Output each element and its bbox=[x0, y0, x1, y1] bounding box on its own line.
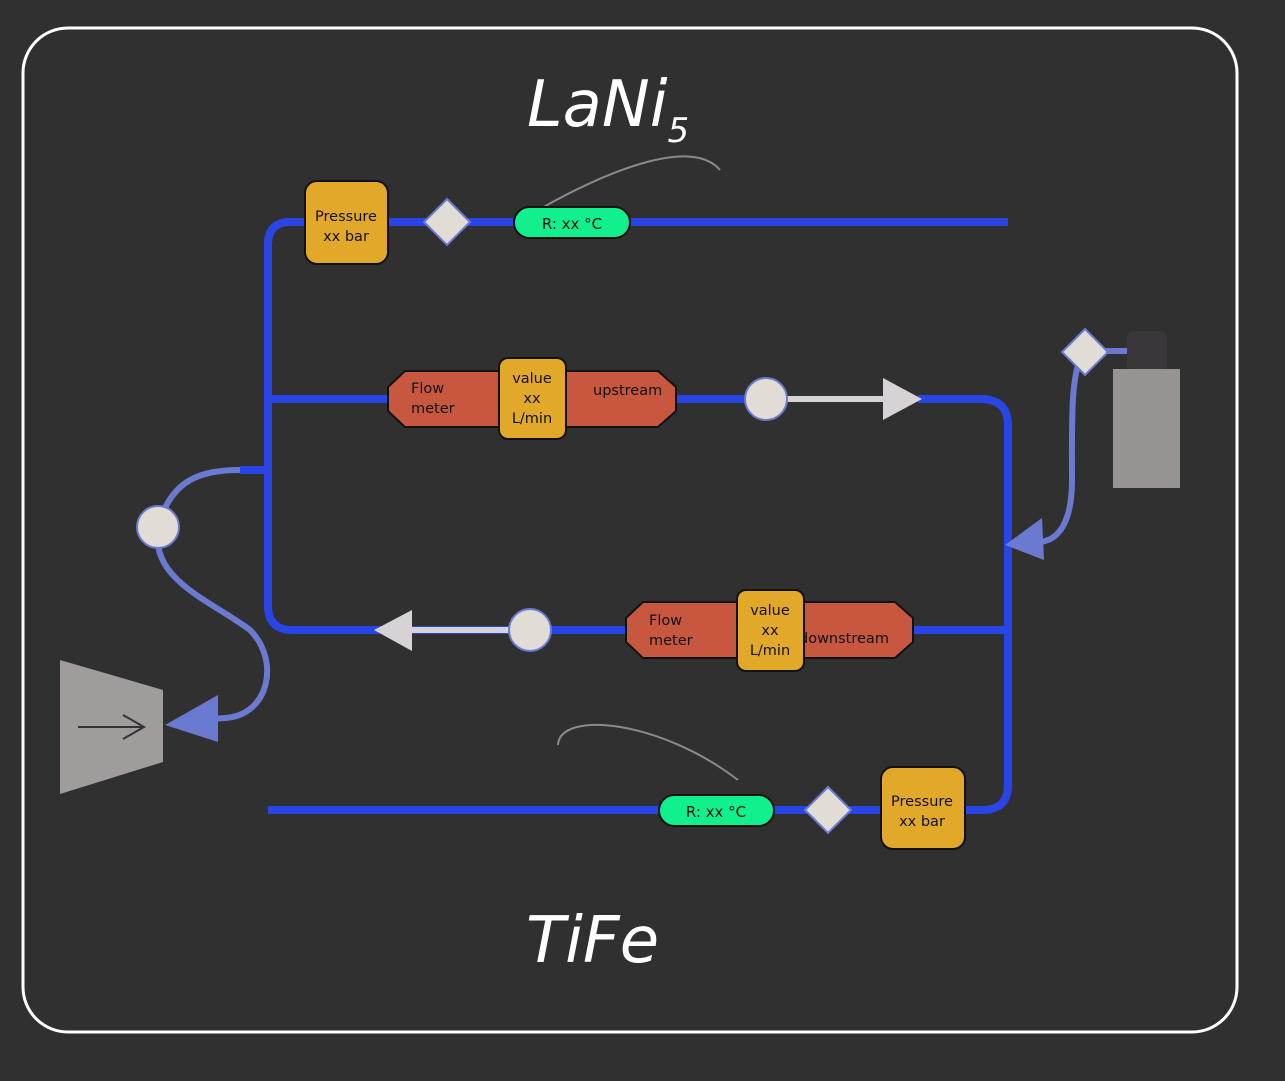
upstream-flow-value-1: value bbox=[512, 371, 552, 387]
downstream-flow-label-1: Flow bbox=[649, 613, 682, 629]
bottom-temperature-value: R: xx °C bbox=[686, 803, 746, 821]
downstream-flow-label-2: meter bbox=[649, 633, 693, 649]
bottom-pressure-sensor[interactable]: Pressure xx bar bbox=[880, 766, 966, 850]
downstream-arrow-icon bbox=[374, 610, 412, 651]
top-leader-line bbox=[539, 155, 721, 210]
junction-downstream-circle-icon[interactable] bbox=[508, 608, 552, 652]
top-valve-diamond-icon[interactable] bbox=[422, 197, 472, 247]
gas-inlet-arrow-icon bbox=[1005, 518, 1044, 560]
pipes bbox=[240, 218, 1012, 814]
upstream-arrow-icon bbox=[883, 378, 922, 420]
top-title-subscript: 5 bbox=[668, 111, 690, 151]
upstream-flow-meter[interactable]: Flow meter upstream value xx L/min bbox=[387, 357, 677, 440]
gas-cylinder-icon bbox=[1102, 331, 1180, 488]
top-title: LaNi5 bbox=[527, 68, 689, 151]
bottom-title: TiFe bbox=[526, 904, 659, 978]
upstream-flow-label-2: meter bbox=[411, 401, 455, 417]
downstream-flow-value-2: xx bbox=[761, 623, 779, 639]
downstream-flow-value-1: value bbox=[750, 603, 790, 619]
pipe-to-vent bbox=[154, 527, 271, 723]
upstream-flow-value-3: L/min bbox=[512, 411, 552, 427]
top-temperature-sensor[interactable]: R: xx °C bbox=[513, 206, 631, 239]
bottom-pressure-label: Pressure bbox=[891, 794, 953, 810]
junction-left-circle-icon[interactable] bbox=[136, 505, 180, 549]
upstream-flow-value-2: xx bbox=[523, 391, 541, 407]
upstream-flow-value-box bbox=[498, 357, 567, 440]
junction-upstream-circle-icon[interactable] bbox=[744, 377, 788, 421]
vent-outlet-icon bbox=[60, 660, 163, 794]
diagram-frame bbox=[21, 26, 1239, 1034]
bottom-pressure-value: xx bar bbox=[899, 814, 945, 830]
top-pressure-sensor[interactable]: Pressure xx bar bbox=[304, 180, 389, 265]
gas-valve-diamond-icon[interactable] bbox=[1060, 327, 1110, 377]
pipe-upstream-end bbox=[918, 395, 1012, 814]
top-pressure-label: Pressure bbox=[315, 209, 377, 225]
downstream-flow-value-3: L/min bbox=[750, 643, 790, 659]
pipe-top-line bbox=[264, 218, 625, 634]
upstream-direction-label: upstream bbox=[593, 383, 662, 399]
downstream-flow-value-box bbox=[736, 589, 805, 672]
upstream-flow-label-1: Flow bbox=[411, 381, 444, 397]
vent-arrow-icon bbox=[165, 695, 218, 742]
downstream-direction-label: downstream bbox=[799, 631, 889, 647]
top-pressure-value: xx bar bbox=[323, 229, 369, 245]
top-temperature-value: R: xx °C bbox=[542, 215, 602, 233]
bottom-leader-line bbox=[557, 723, 739, 781]
bottom-valve-diamond-icon[interactable] bbox=[803, 785, 853, 835]
downstream-flow-meter[interactable]: Flow meter downstream value xx L/min bbox=[625, 589, 914, 672]
pipe-from-gas bbox=[1039, 348, 1088, 545]
bottom-temperature-sensor[interactable]: R: xx °C bbox=[658, 794, 775, 827]
